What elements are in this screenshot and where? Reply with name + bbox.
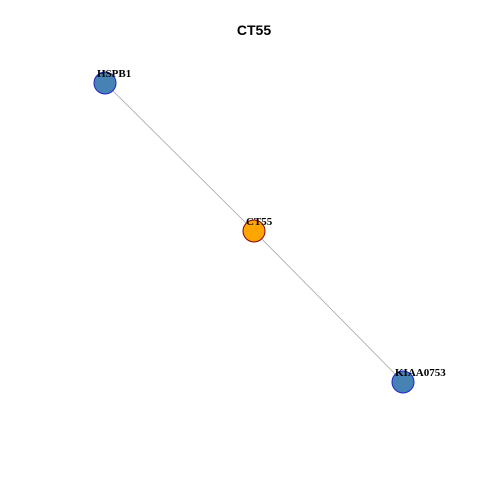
node-hspb1: HSPB1 xyxy=(93,68,131,95)
node-kiaa0753: KIAA0753 xyxy=(391,367,446,394)
graph-title: CT55 xyxy=(237,22,271,38)
node-circle-ct55 xyxy=(242,219,266,243)
edges-layer xyxy=(104,82,404,383)
node-label-kiaa0753: KIAA0753 xyxy=(395,367,446,379)
node-ct55: CT55 xyxy=(242,216,273,243)
node-label-ct55: CT55 xyxy=(246,216,273,228)
node-circle-hspb1 xyxy=(93,71,117,95)
node-circle-kiaa0753 xyxy=(391,370,415,394)
edge-hspb1-ct55 xyxy=(104,82,255,232)
edge-ct55-kiaa0753 xyxy=(253,230,404,383)
node-label-hspb1: HSPB1 xyxy=(97,68,131,80)
